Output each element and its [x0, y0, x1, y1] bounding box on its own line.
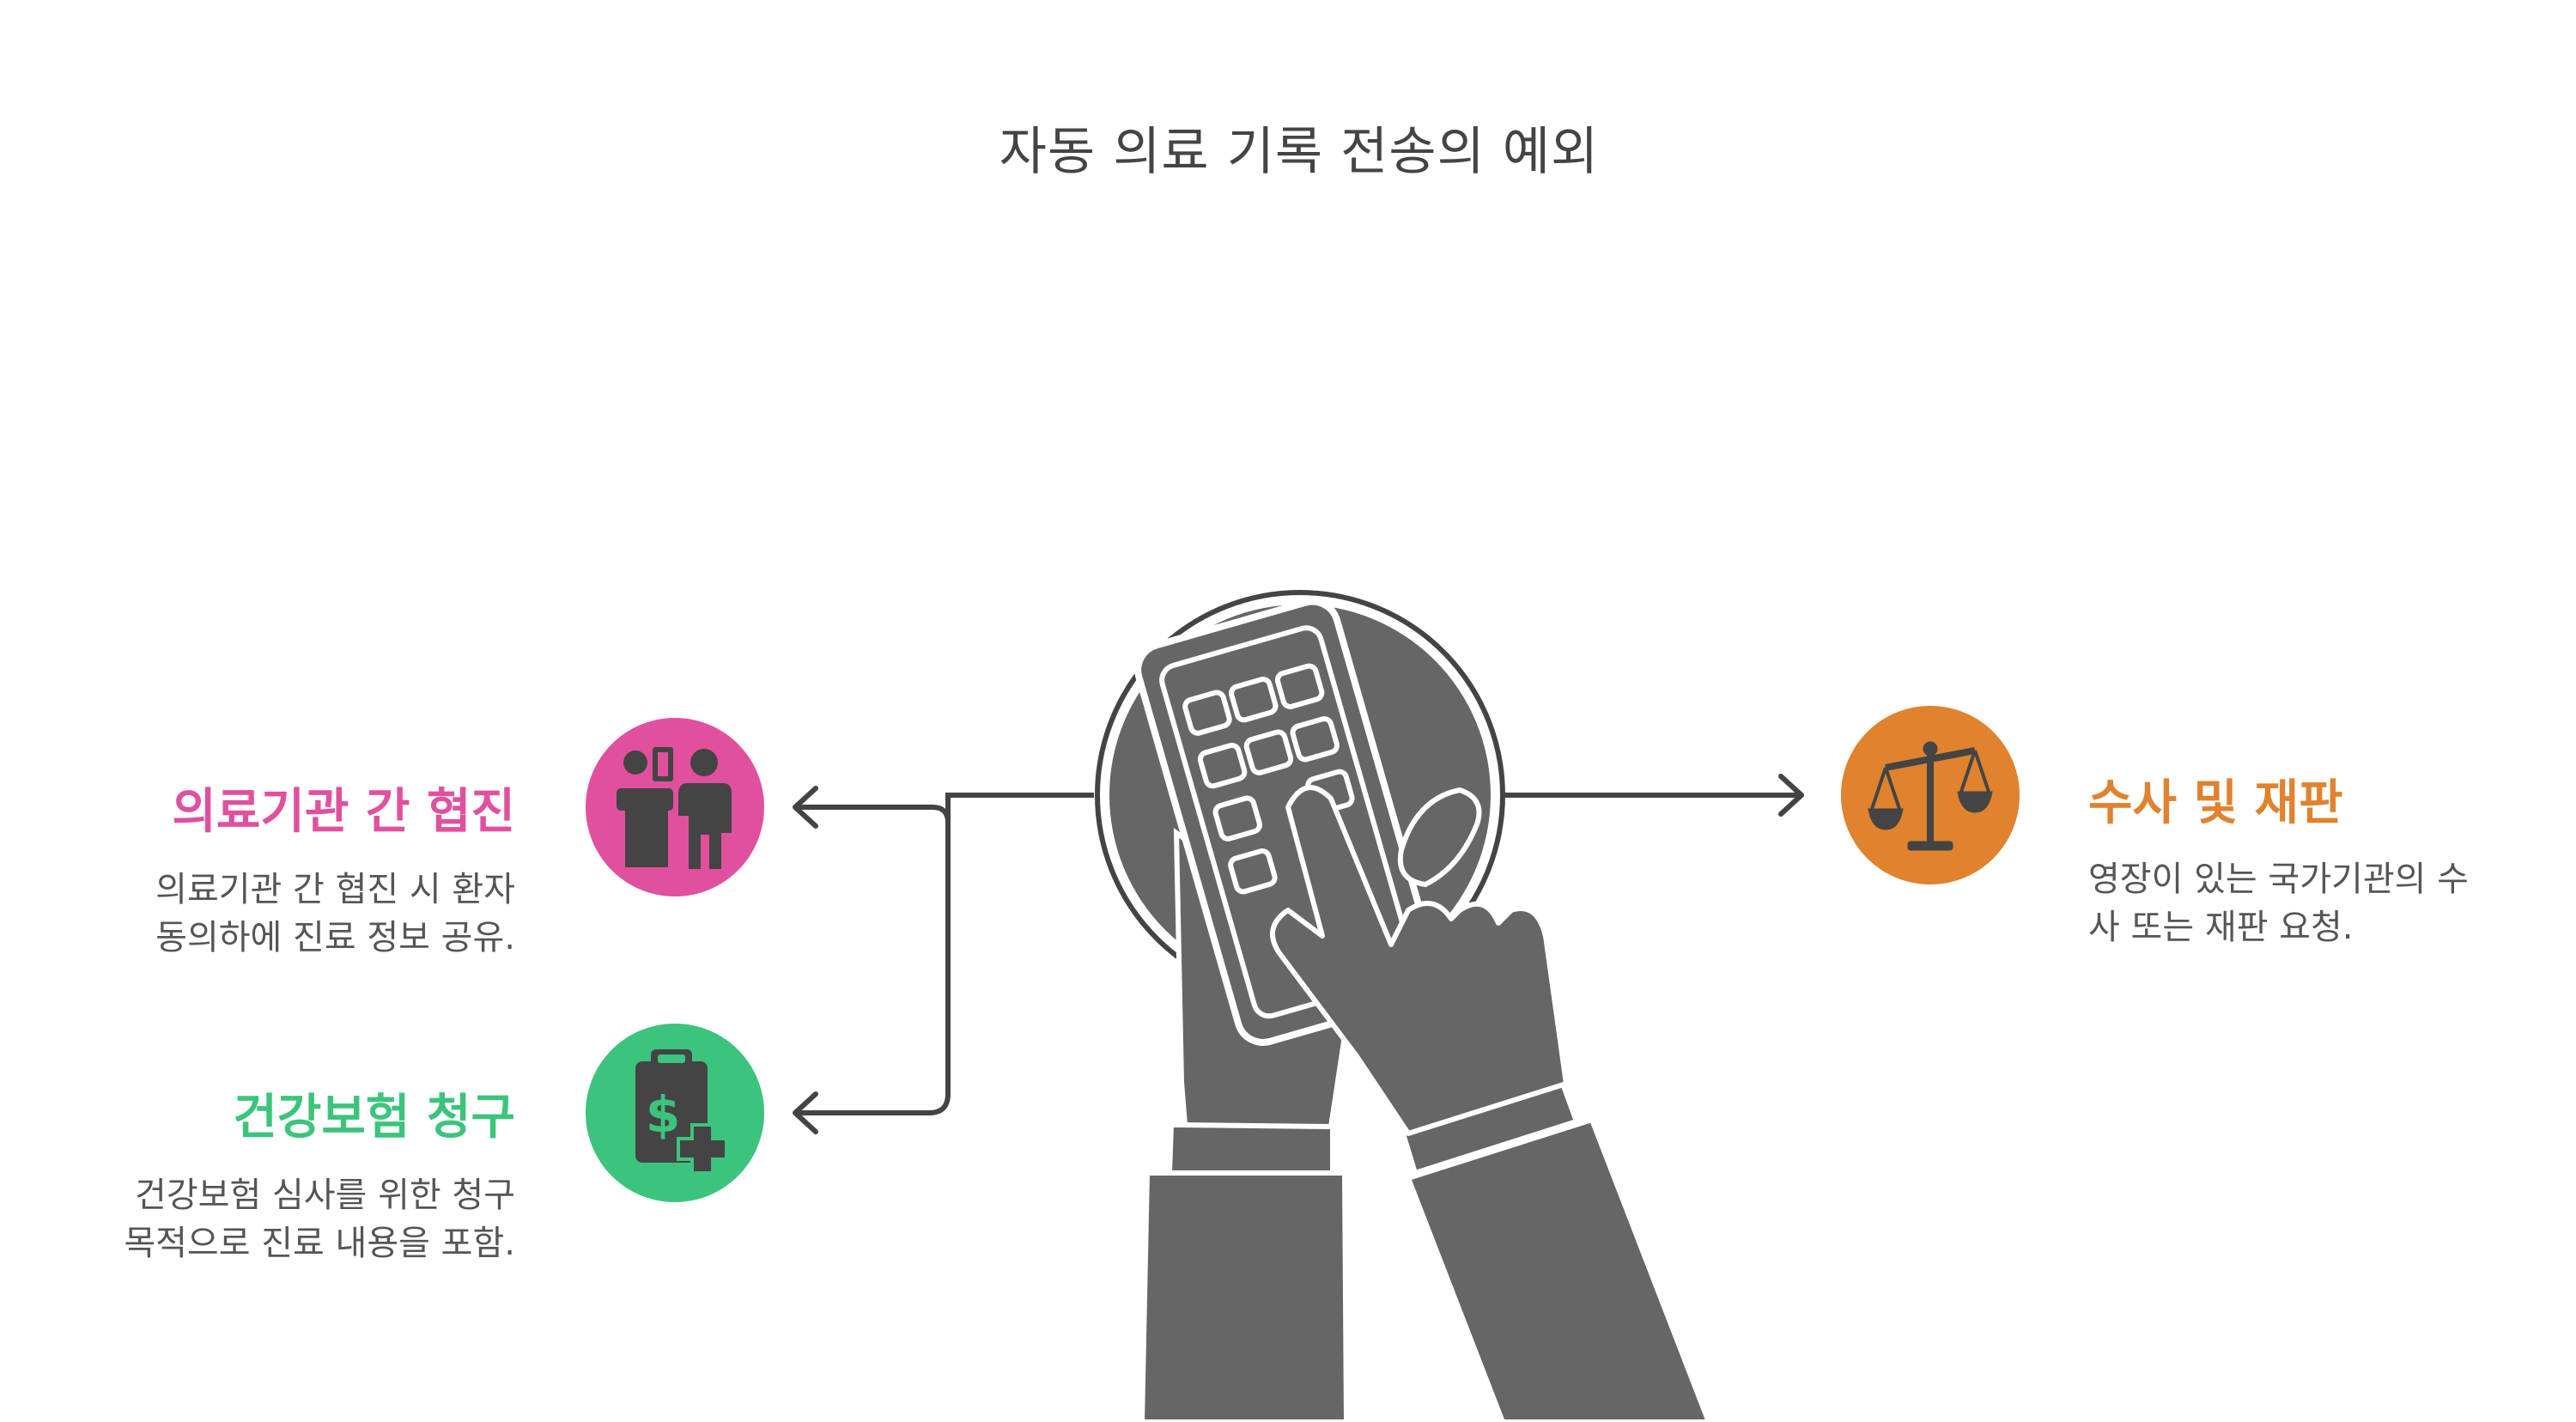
insurance-description: 건강보험 심사를 위한 청구 목적으로 진료 내용을 포함.	[124, 1171, 515, 1267]
arrowhead-insurance	[793, 1091, 818, 1134]
insurance-desc-line-1: 건강보험 심사를 위한 청구	[135, 1176, 515, 1215]
connector-left	[945, 793, 1094, 823]
cooperation-label: 의료기관 간 협진	[172, 784, 515, 840]
investigation-desc-line-2: 사 또는 재판 요청.	[2088, 908, 2354, 947]
arrowhead-cooperation	[793, 786, 818, 829]
insurance-label: 건강보험 청구	[233, 1090, 515, 1146]
diagram-title: 자동 의료 기록 전송의 예외	[999, 122, 1600, 182]
cooperation-desc-line-2: 동의하에 진료 정보 공유.	[155, 918, 515, 957]
cooperation-desc-line-1: 의료기관 간 협진 시 환자	[155, 870, 515, 909]
cooperation-description: 의료기관 간 협진 시 환자 동의하에 진료 정보 공유.	[155, 866, 515, 962]
connector-left-branch	[795, 805, 951, 1115]
insurance-desc-line-2: 목적으로 진료 내용을 포함.	[124, 1224, 515, 1263]
arrowhead-right	[1778, 774, 1804, 817]
clipboard-dollar-icon: $	[586, 1024, 764, 1202]
scales-icon	[1841, 706, 2020, 884]
doctor-patient-icon	[586, 718, 764, 896]
investigation-description: 영장이 있는 국가기관의 수 사 또는 재판 요청.	[2088, 855, 2469, 951]
investigation-label: 수사 및 재판	[2088, 775, 2343, 831]
svg-text:$: $	[646, 1085, 680, 1144]
investigation-desc-line-1: 영장이 있는 국가기관의 수	[2088, 860, 2469, 899]
hands-phone-icon	[1095, 590, 1712, 1422]
